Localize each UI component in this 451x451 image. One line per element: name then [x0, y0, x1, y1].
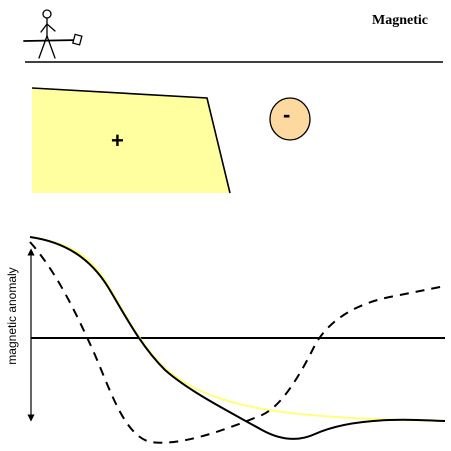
negative-symbol: -	[283, 102, 291, 127]
positive-magnetic-body	[32, 88, 230, 193]
y-axis-label: magnetic anomaly	[5, 267, 19, 365]
dashed-anomaly-curve	[29, 241, 446, 444]
negative-magnetic-body	[269, 97, 311, 141]
diagram-title: Magnetic	[372, 13, 428, 28]
positive-body-outline	[31, 87, 231, 194]
solid-anomaly-curve	[29, 236, 446, 440]
highlight-anomaly-curve	[29, 236, 446, 422]
positive-symbol: +	[111, 128, 124, 153]
person-with-magnetometer-icon	[23, 9, 83, 59]
